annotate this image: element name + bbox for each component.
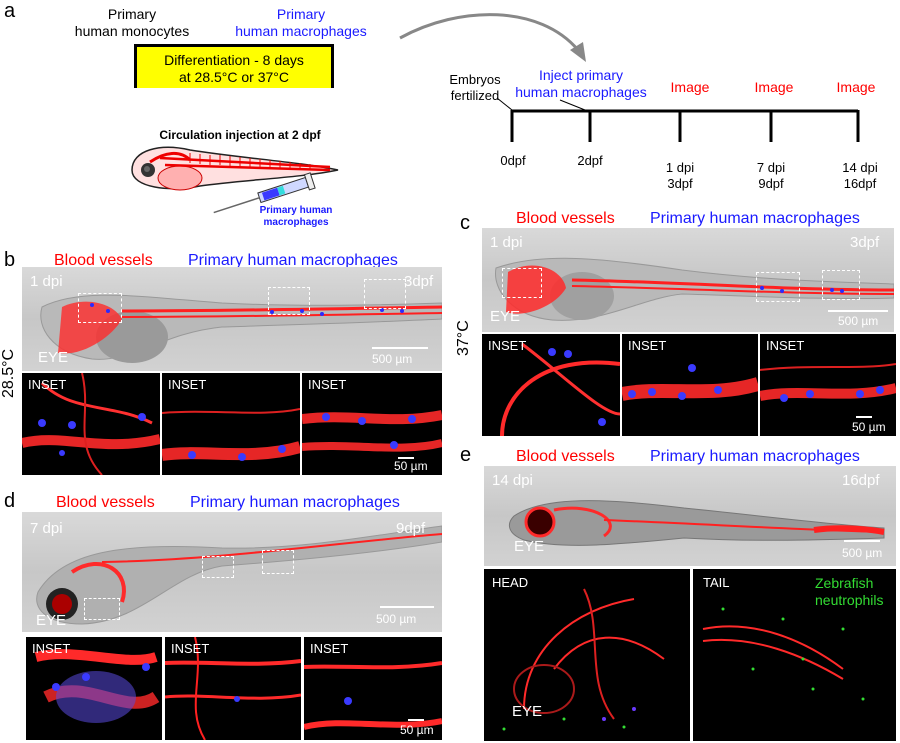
panel-e-eye: EYE bbox=[514, 538, 545, 555]
panel-b-inset-1-label: INSET bbox=[28, 377, 67, 392]
timepoint-4: 14 dpi 16dpf bbox=[842, 160, 878, 191]
differentiation-text: Differentiation - 8 days at 28.5°C or 37… bbox=[164, 52, 304, 85]
panel-c-inset-box-3 bbox=[822, 270, 860, 300]
panel-b-scalebar bbox=[372, 347, 428, 349]
panel-d-inset-box-3 bbox=[262, 550, 294, 574]
panel-b-inset-2: INSET bbox=[162, 373, 300, 475]
panel-b-inset-3: INSET 50 µm bbox=[302, 373, 442, 475]
panel-label-c: c bbox=[460, 212, 470, 234]
panel-d-macrophages-legend: Primary human macrophages bbox=[190, 494, 400, 511]
panel-e-main-image: 14 dpi 16dpf EYE 500 µm bbox=[484, 466, 896, 566]
panel-d-dpi: 7 dpi bbox=[30, 520, 63, 537]
panel-d-inset-scale-label: 50 µm bbox=[400, 723, 434, 737]
panel-c-inset-1: INSET bbox=[482, 334, 620, 436]
panel-c-macrophages-legend: Primary human macrophages bbox=[650, 210, 860, 227]
panel-b-macrophages-legend: Primary human macrophages bbox=[188, 252, 398, 269]
panel-d-dpf: 9dpf bbox=[396, 520, 426, 537]
monocytes-label: Primary human monocytes bbox=[74, 6, 190, 39]
panel-e-head-eye: EYE bbox=[512, 703, 543, 720]
neutrophils-legend: Zebrafish neutrophils bbox=[815, 575, 884, 608]
panel-d-inset-scalebar bbox=[408, 719, 424, 721]
panel-e-inset-tail: TAIL Zebrafish neutrophils bbox=[693, 569, 896, 741]
panel-b-dpi: 1 dpi bbox=[30, 273, 63, 290]
panel-c-main-image: 1 dpi 3dpf EYE 500 µm bbox=[482, 228, 894, 332]
panel-d-scalebar bbox=[380, 606, 434, 608]
panel-label-e: e bbox=[460, 444, 472, 466]
differentiation-box: Differentiation - 8 days at 28.5°C or 37… bbox=[134, 44, 334, 88]
panel-c-dpi: 1 dpi bbox=[490, 234, 523, 251]
temp-label-b: 28.5°C bbox=[0, 348, 17, 398]
panel-d-scale-label: 500 µm bbox=[376, 612, 417, 626]
image-label-2: Image bbox=[754, 79, 794, 95]
panel-b-inset-scale-label: 50 µm bbox=[394, 459, 428, 473]
panel-b-inset-box-1 bbox=[78, 293, 122, 323]
panel-b-inset-3-label: INSET bbox=[308, 377, 347, 392]
panel-c-inset-2: INSET bbox=[622, 334, 758, 436]
panel-b-inset-box-3 bbox=[364, 279, 406, 309]
panel-d-inset-2: INSET bbox=[165, 637, 301, 740]
temp-label-b-wrap: 28.5°C bbox=[0, 318, 20, 398]
image-label-3: Image bbox=[836, 79, 876, 95]
temp-label-c: 37°C bbox=[455, 320, 472, 356]
panel-b-vessels-legend: Blood vessels bbox=[54, 252, 153, 269]
syringe-label: Primary human macrophages bbox=[259, 205, 333, 228]
panel-c-inset-2-label: INSET bbox=[628, 338, 667, 353]
panel-label-b: b bbox=[4, 249, 16, 271]
panel-d-inset-box-1 bbox=[84, 598, 120, 620]
panel-c-scale-label: 500 µm bbox=[838, 314, 879, 328]
timepoint-1: 2dpf bbox=[577, 153, 603, 168]
injection-title: Circulation injection at 2 dpf bbox=[159, 128, 321, 142]
macrophages-label: Primary human macrophages bbox=[235, 6, 367, 39]
panel-c-eye: EYE bbox=[490, 308, 521, 325]
timepoint-2: 1 dpi 3dpf bbox=[665, 160, 695, 191]
panel-c-vessels-legend: Blood vessels bbox=[516, 210, 615, 227]
panel-label-d: d bbox=[4, 490, 16, 512]
panel-c-inset-scalebar bbox=[856, 416, 872, 418]
embryos-label: Embryos fertilized bbox=[449, 72, 501, 103]
panel-e-scalebar bbox=[844, 540, 880, 542]
panel-c-inset-3-label: INSET bbox=[766, 338, 805, 353]
panel-d-eye: EYE bbox=[36, 612, 67, 629]
panel-c-inset-1-label: INSET bbox=[488, 338, 527, 353]
panel-e-scale-label: 500 µm bbox=[842, 546, 883, 560]
panel-c-scalebar bbox=[828, 310, 888, 312]
panel-c-dpf: 3dpf bbox=[850, 234, 880, 251]
panel-b-dpf: 3dpf bbox=[404, 273, 434, 290]
panel-b-main-image: 1 dpi 3dpf EYE 500 µm bbox=[22, 267, 442, 371]
panel-e-inset-head: HEAD EYE bbox=[484, 569, 690, 741]
panel-d-inset-3: INSET 50 µm bbox=[304, 637, 442, 740]
panel-b-inset-scalebar bbox=[398, 457, 414, 459]
panel-c-inset-box-1 bbox=[502, 268, 542, 298]
panel-e-dpi: 14 dpi bbox=[492, 472, 533, 489]
panel-b-eye: EYE bbox=[38, 349, 69, 366]
panel-label-a: a bbox=[4, 0, 16, 22]
panel-d-inset-2-label: INSET bbox=[171, 641, 210, 656]
panel-d-inset-3-label: INSET bbox=[310, 641, 349, 656]
panel-e-dpf: 16dpf bbox=[842, 472, 880, 489]
panel-d-inset-1: INSET bbox=[26, 637, 162, 740]
inject-label: Inject primary human macrophages bbox=[515, 67, 647, 100]
panel-d-inset-box-2 bbox=[202, 556, 234, 578]
panel-c-inset-scale-label: 50 µm bbox=[852, 420, 886, 434]
panel-d-vessels-legend: Blood vessels bbox=[56, 494, 155, 511]
panel-d-main-image: 7 dpi 9dpf EYE 500 µm bbox=[22, 512, 442, 632]
temp-label-c-wrap: 37°C bbox=[455, 296, 475, 356]
panel-e-head-label: HEAD bbox=[492, 575, 529, 590]
timepoint-3: 7 dpi 9dpf bbox=[756, 160, 786, 191]
panel-b-inset-2-label: INSET bbox=[168, 377, 207, 392]
panel-d-inset-1-label: INSET bbox=[32, 641, 71, 656]
panel-b-inset-1: INSET bbox=[22, 373, 160, 475]
panel-c-inset-3: INSET 50 µm bbox=[760, 334, 896, 436]
panel-e-tail-label: TAIL bbox=[703, 575, 730, 590]
image-label-1: Image bbox=[670, 79, 710, 95]
timepoint-0: 0dpf bbox=[500, 153, 526, 168]
panel-b-inset-box-2 bbox=[268, 287, 310, 315]
panel-e-vessels-legend: Blood vessels bbox=[516, 448, 615, 465]
panel-c-inset-box-2 bbox=[756, 272, 800, 302]
panel-e-macrophages-legend: Primary human macrophages bbox=[650, 448, 860, 465]
panel-b-scale-label: 500 µm bbox=[372, 352, 413, 366]
